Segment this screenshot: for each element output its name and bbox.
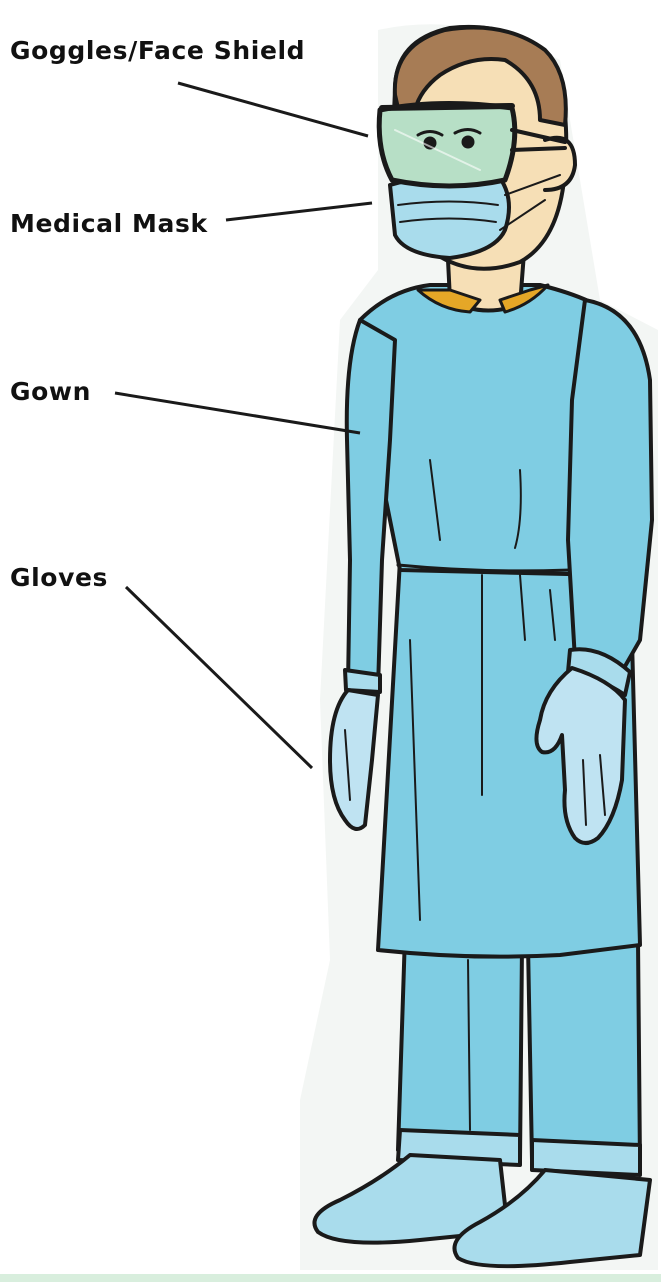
label-goggles-face-shield: Goggles/Face Shield: [10, 38, 305, 63]
bottom-strip: [0, 1274, 661, 1282]
leader-gloves: [126, 587, 312, 768]
trousers: [398, 935, 640, 1175]
leader-gown: [115, 393, 360, 433]
leader-goggles: [178, 83, 368, 136]
leader-mask: [226, 203, 372, 220]
label-gown: Gown: [10, 379, 91, 404]
label-gloves: Gloves: [10, 565, 108, 590]
right-sleeve: [568, 300, 652, 695]
label-medical-mask: Medical Mask: [10, 211, 208, 236]
